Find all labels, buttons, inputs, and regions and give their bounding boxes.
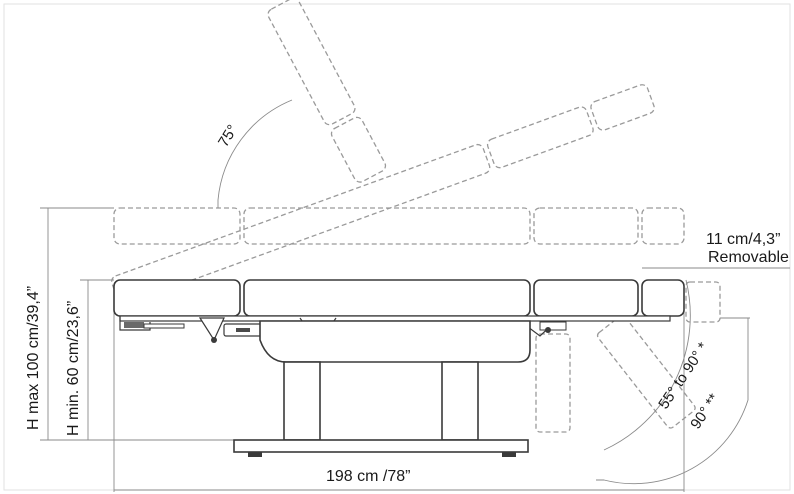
removable-size-label: 11 cm/4,3” [706,231,780,248]
height-max-label: H max 100 cm/39,4” [25,286,42,430]
table-mattress [113,279,685,317]
leg-angle-arc-inner [603,279,691,451]
leg-angle-max-label: 90° ** [687,391,723,433]
leg-angle-arc-outer [596,318,749,485]
backrest-angle-label: 75° [215,122,241,150]
foot-right [502,452,516,457]
backrest-raised-75-dashed [267,0,387,183]
lift-housing [259,320,531,363]
back-section [243,279,531,317]
removable-text-label: Removable [708,249,789,266]
table-max-height-dashed [113,207,685,245]
height-min-label: H min. 60 cm/23,6” [65,301,82,436]
head-section [113,279,241,317]
backrest-tilted-dashed [111,84,655,306]
foot-left [248,452,262,457]
length-label: 198 cm /78” [326,468,410,485]
backrest-angle-arc [217,99,293,201]
lift-column-left [283,361,321,441]
leg-section-swing-dashed [535,281,721,433]
lift-column-right [441,361,479,441]
base-plate [233,439,529,453]
diagram-frame [3,3,791,491]
seat-section [533,279,639,317]
removable-foot-section [641,279,685,317]
